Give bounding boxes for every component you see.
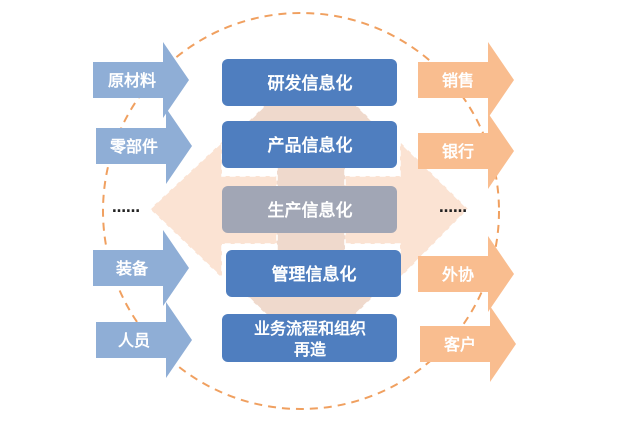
layer-management-informatization: 管理信息化	[226, 250, 401, 297]
layer-production-informatization: 生产信息化	[222, 186, 397, 233]
input-arrow-components: 零部件	[96, 108, 192, 184]
input-label-components: 零部件	[109, 137, 158, 156]
output-arrow-outsourcing: 外协	[418, 236, 514, 312]
input-arrow-personnel: 人员	[96, 302, 192, 378]
input-label-equipment: 装备	[115, 259, 149, 278]
output-label-customer: 客户	[444, 335, 476, 354]
output-label-outsourcing: 外协	[441, 265, 474, 284]
input-arrow-equipment: 装备	[93, 230, 189, 306]
input-label-personnel: 人员	[118, 331, 150, 350]
input-label-ellipsis: ……	[112, 200, 140, 216]
dashed-boundary-circle	[102, 12, 500, 410]
layer-label-rd: 研发信息化	[268, 73, 353, 94]
input-arrow-raw-materials: 原材料	[93, 42, 189, 118]
output-label-sales: 销售	[442, 71, 474, 90]
layer-label-production: 生产信息化	[268, 200, 353, 221]
layer-label-process-line2: 再造	[294, 340, 327, 359]
layer-label-process-line1: 业务流程和组织	[254, 319, 366, 338]
layer-label-management: 管理信息化	[272, 264, 357, 285]
layer-process-reengineering: 业务流程和组织 再造	[222, 314, 397, 362]
output-label-bank: 银行	[442, 142, 474, 161]
layer-rd-informatization: 研发信息化	[222, 59, 397, 106]
output-label-ellipsis: ……	[439, 200, 467, 216]
output-arrow-customer: 客户	[420, 306, 516, 382]
layer-label-product: 产品信息化	[268, 135, 353, 156]
output-arrow-sales: 销售	[418, 42, 514, 118]
layer-product-informatization: 产品信息化	[222, 121, 397, 168]
output-arrow-bank: 银行	[418, 113, 514, 189]
input-label-raw-materials: 原材料	[108, 71, 156, 90]
